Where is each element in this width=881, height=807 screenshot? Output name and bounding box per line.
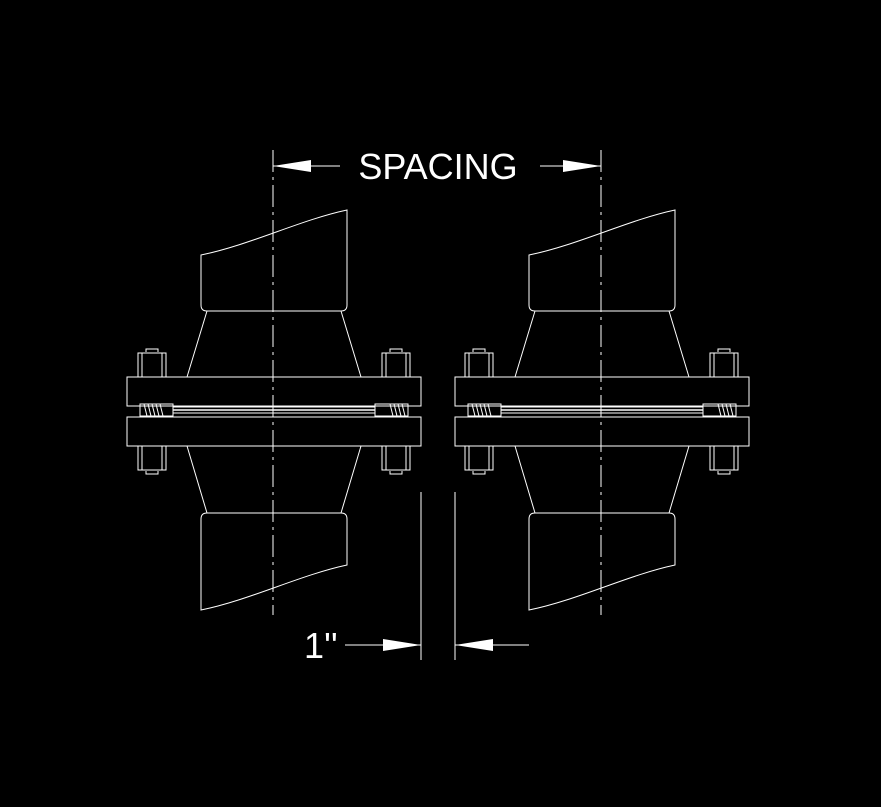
left-upper-flange [126,376,422,407]
spacing-arrow-left [273,160,311,172]
left-bolt-inner [374,348,411,475]
left-lower-hub [186,445,362,514]
right-bolt-inner [464,348,502,475]
right-lower-flange [454,416,750,447]
gap-label: 1'' [304,625,338,666]
right-upper-hub [514,310,690,378]
right-lower-hub [514,445,690,514]
spacing-label: SPACING [358,146,517,187]
right-upper-flange [454,376,750,407]
right-bolt-outer [702,348,739,475]
left-upper-hub [186,310,362,378]
spacing-arrow-right [563,160,601,172]
gap-arrow-left [383,639,421,651]
gap-dimension: 1'' [304,492,529,666]
left-lower-pipe [200,512,348,611]
right-flange-assembly [454,150,750,615]
left-lower-flange [126,416,422,447]
right-upper-pipe [528,209,676,312]
gap-arrow-right [455,639,493,651]
right-lower-pipe [528,512,676,611]
left-bolt-outer [137,348,174,475]
spacing-dimension: SPACING [273,146,601,187]
left-upper-pipe [200,209,348,312]
left-flange-assembly [126,150,422,615]
